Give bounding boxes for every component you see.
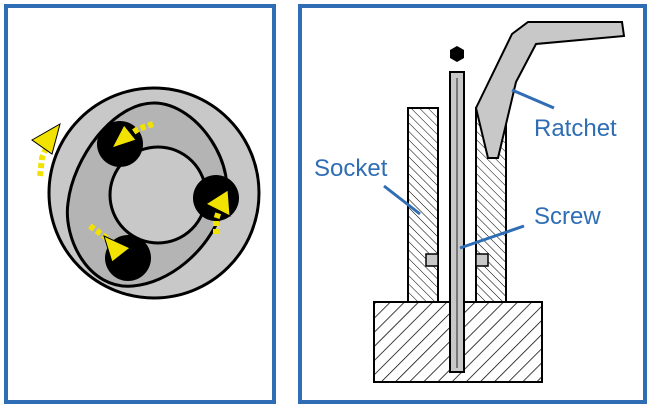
ratchet-handle (474, 21, 626, 159)
ratchet-leader (511, 88, 555, 110)
socket-cross-section-diagram: Ratchet Socket Screw (314, 21, 626, 383)
screw-leader (459, 224, 525, 250)
ratchet-label: Ratchet (534, 115, 617, 142)
right-pin (475, 253, 489, 267)
roller-arrow-icon (88, 223, 131, 263)
roller-clutch-diagram (31, 86, 261, 300)
rotation-arrow-icon (31, 122, 61, 177)
roller-arrow-icon (110, 121, 154, 149)
left-pin (425, 253, 439, 267)
roller-clutch-panel (4, 4, 276, 404)
socket-leader (383, 184, 421, 216)
roller-arrow-icon (204, 189, 231, 234)
socket-cross-section-panel: Ratchet Socket Screw (298, 4, 647, 404)
socket-label: Socket (314, 155, 388, 182)
screw-label: Screw (534, 203, 601, 230)
hex-nut-icon (450, 46, 464, 62)
socket-left-wall (407, 107, 439, 303)
